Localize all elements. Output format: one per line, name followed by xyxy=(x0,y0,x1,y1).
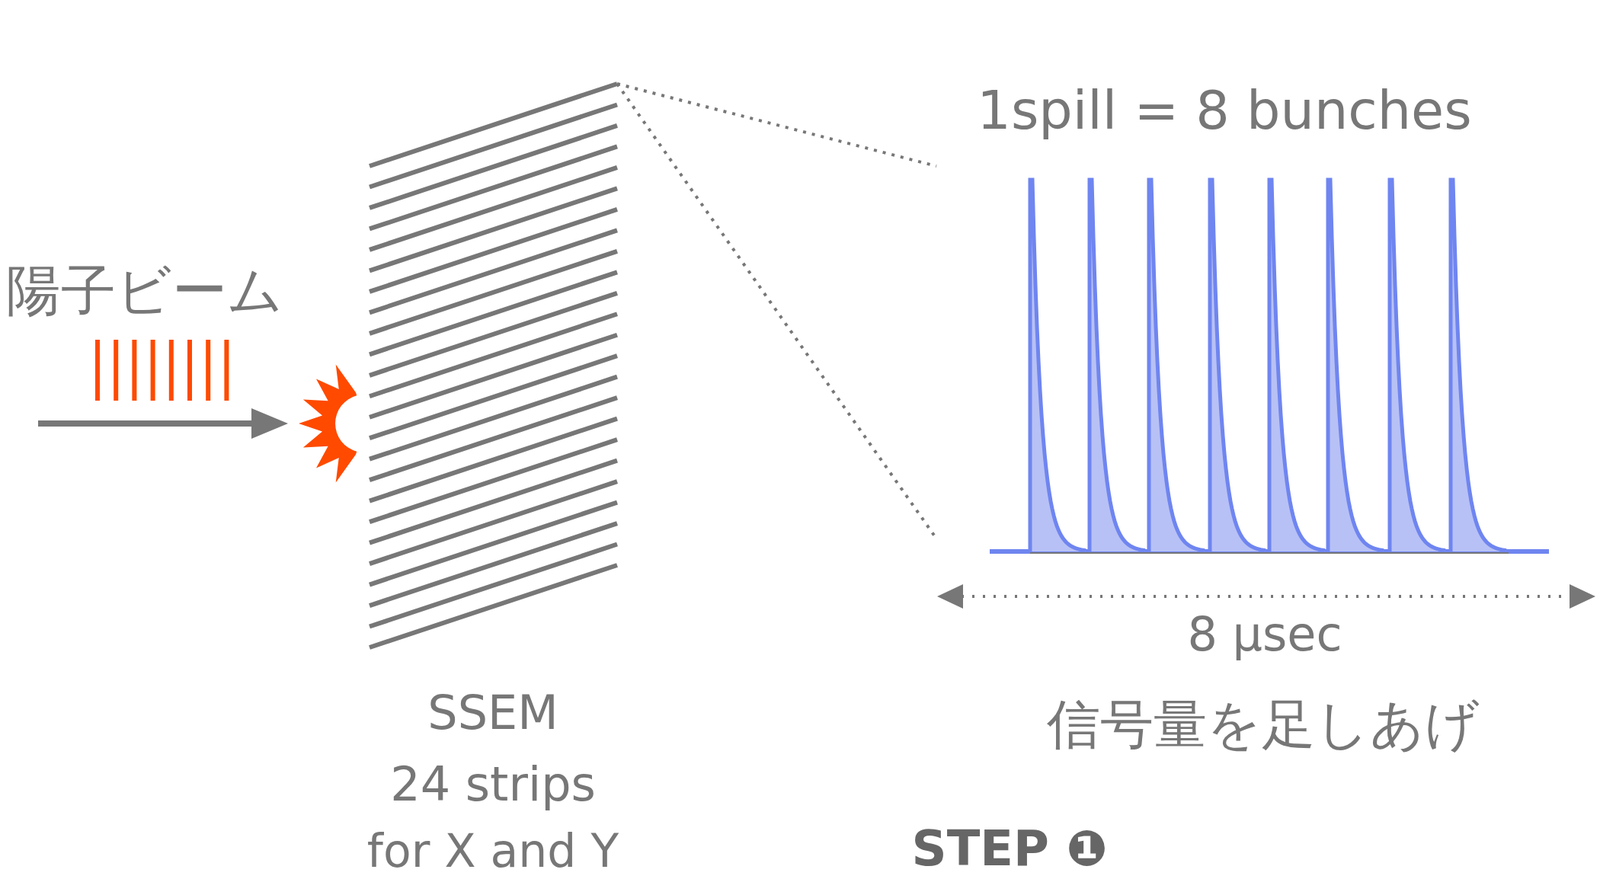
pulse-line xyxy=(1209,179,1266,552)
beam-arrow-shaft xyxy=(38,420,258,427)
pulse-area xyxy=(1089,179,1146,552)
pulse-area xyxy=(1209,179,1266,552)
ssem-strip xyxy=(369,313,618,397)
ssem-strip xyxy=(369,502,618,586)
ssem-strip xyxy=(369,125,618,208)
signal-baseline-shadow xyxy=(1030,552,1509,554)
bunch-bar xyxy=(224,339,229,401)
bunch-bar xyxy=(95,339,100,401)
ssem-strip xyxy=(369,460,618,544)
ssem-strip xyxy=(369,104,618,187)
ssem-strip xyxy=(369,251,618,334)
span-arrow-head xyxy=(937,584,964,609)
pulse-area xyxy=(1148,179,1205,552)
ssem-strip xyxy=(369,565,618,648)
zoom-leader xyxy=(617,83,937,539)
ssem-strip xyxy=(369,167,618,250)
ssem-strip xyxy=(369,419,618,502)
ssem-strip xyxy=(369,335,618,418)
beam-arrow-head xyxy=(251,408,288,439)
ssem-strip xyxy=(369,209,618,292)
pulse-line xyxy=(1269,179,1325,552)
ssem-strip xyxy=(369,355,618,439)
ssem-strip xyxy=(369,230,618,313)
detector-spec: for X and Y xyxy=(367,825,619,877)
pulse-line xyxy=(1328,179,1384,552)
bunch-bar xyxy=(169,339,174,401)
pulse-area xyxy=(1269,179,1325,552)
pulse-line xyxy=(1148,179,1205,552)
ssem-strip xyxy=(369,544,618,628)
beam-label: 陽子ビーム xyxy=(6,260,284,321)
bunch-bar xyxy=(187,339,192,401)
detector-name: SSEM xyxy=(427,687,558,740)
ssem-strip xyxy=(369,397,618,480)
ssem-strip xyxy=(369,272,618,355)
bunch-bar xyxy=(113,339,119,401)
span-line xyxy=(961,595,1572,599)
ssem-strip xyxy=(369,439,618,522)
span-arrow-head xyxy=(1569,584,1596,609)
bunch-bar xyxy=(150,339,156,401)
pulse-area xyxy=(1389,179,1446,552)
spill-label: 1spill = 8 bunches xyxy=(976,81,1472,141)
ssem-strip xyxy=(369,523,618,606)
duration-label: 8 µsec xyxy=(1187,608,1342,661)
pulse-line xyxy=(1450,179,1507,552)
pulse-line xyxy=(1030,179,1086,552)
ssem-strip xyxy=(369,293,618,376)
pulse-area xyxy=(1450,179,1507,552)
note-label: 信号量を足しあげ xyxy=(1046,695,1480,755)
ssem-strip xyxy=(369,188,618,271)
ssem-strip xyxy=(369,83,618,167)
pulse-area xyxy=(1030,179,1086,552)
ssem-strip xyxy=(369,377,618,460)
step-label: STEP ❶ xyxy=(912,822,1108,876)
ssem-strip xyxy=(369,481,618,564)
detector-spec: 24 strips xyxy=(390,758,596,811)
pulse-area xyxy=(1328,179,1384,552)
impact-starburst xyxy=(298,364,357,484)
ssem-strip xyxy=(369,146,618,229)
pulse-line xyxy=(1089,179,1146,552)
bunch-bar xyxy=(205,339,211,401)
bunch-bar xyxy=(131,339,137,401)
pulse-line xyxy=(1389,179,1446,552)
